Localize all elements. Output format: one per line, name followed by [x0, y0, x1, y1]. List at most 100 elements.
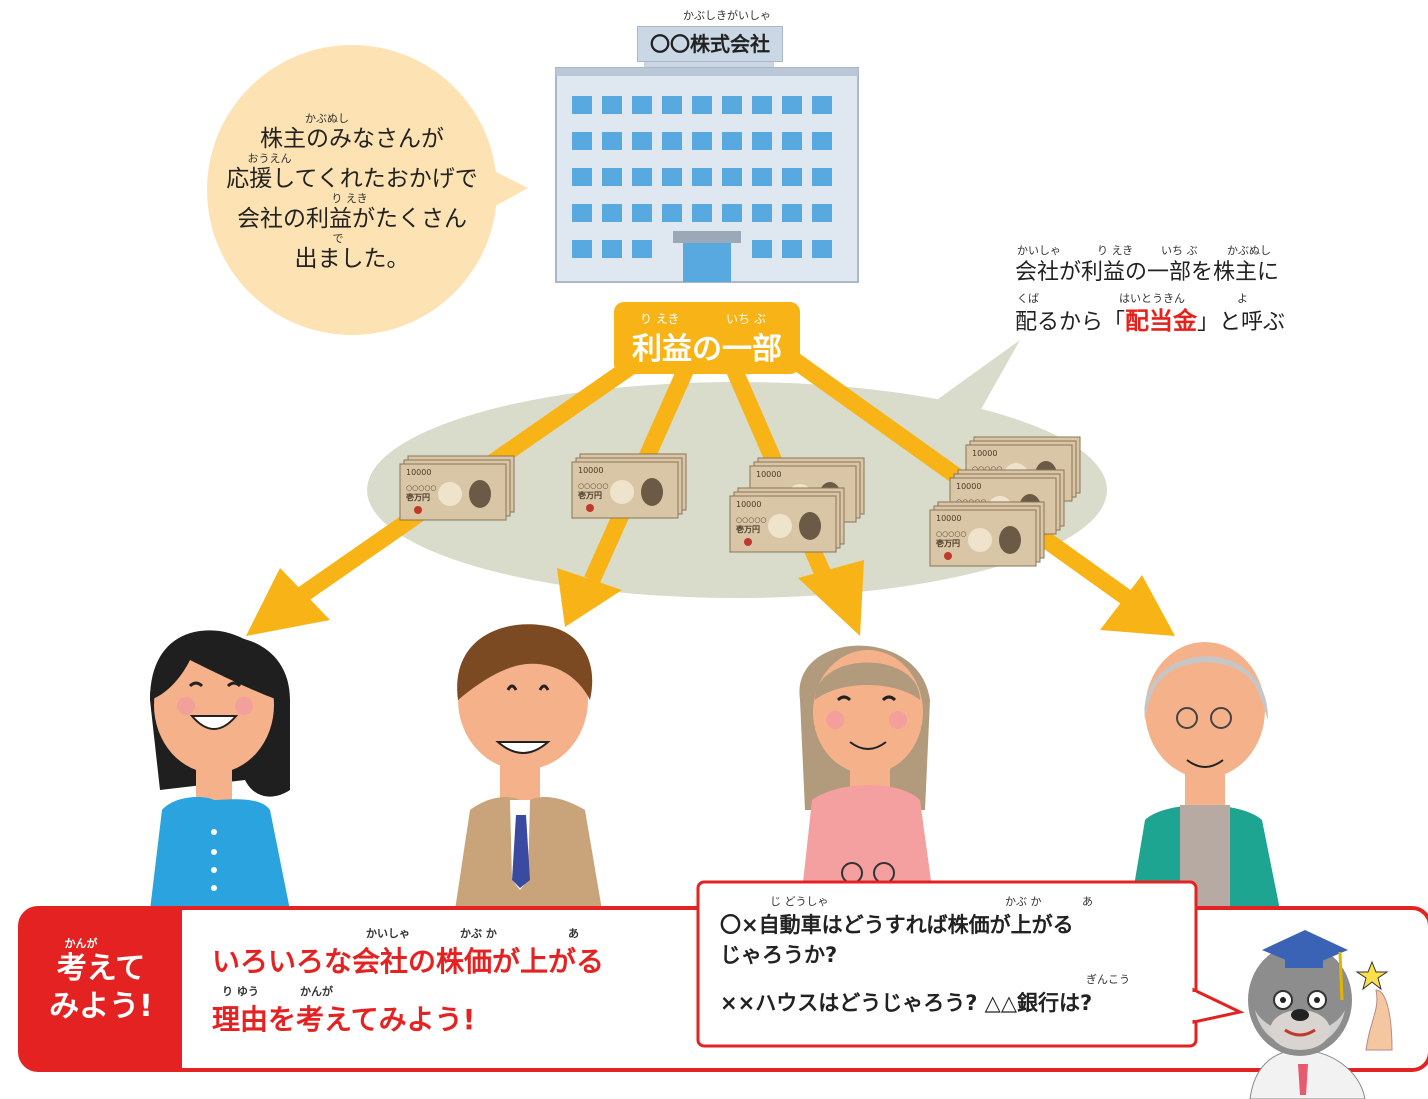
building-window: [572, 240, 592, 258]
building-window: [602, 132, 622, 150]
speech-text-4: 出ました。: [294, 246, 410, 272]
building-window: [662, 96, 682, 114]
note-ruby-4: かぶぬし: [1227, 244, 1271, 257]
building-window: [752, 204, 772, 222]
building-window: [722, 132, 742, 150]
note-ruby-2: り えき: [1097, 244, 1134, 257]
person-young-man: [455, 624, 602, 910]
company-name-ruby: かぶしきがいしゃ: [683, 9, 771, 22]
note-ruby-5: くば: [1017, 292, 1039, 305]
note-line-2-pre: 配るから「: [1015, 310, 1126, 335]
banknote-label: 壱万円: [736, 524, 760, 534]
building-window: [662, 132, 682, 150]
building-window: [782, 96, 802, 114]
note-line-2-post: 」と呼ぶ: [1197, 310, 1286, 335]
banknote-denomination: 10000: [736, 500, 761, 509]
building-window: [752, 132, 772, 150]
building-window: [752, 240, 772, 258]
building-window: [812, 240, 832, 258]
building-window: [632, 96, 652, 114]
banknote-label: 壱万円: [406, 492, 430, 502]
speech-line-2: おうえん 応援してくれたおかげで: [207, 153, 497, 193]
banknote-denomination: 10000: [972, 449, 997, 458]
building-window: [572, 96, 592, 114]
building-window: [572, 204, 592, 222]
building-window: [722, 96, 742, 114]
building-window: [602, 204, 622, 222]
building-window: [782, 168, 802, 186]
banknote-label: 壱万円: [936, 538, 960, 548]
building-window: [692, 132, 712, 150]
speech-ruby-4: で: [332, 232, 344, 245]
doctor-line-2: じゃろうか?: [720, 943, 838, 967]
speech-line-3: り えき 会社の利益がたくさん: [207, 193, 497, 233]
building-window: [572, 168, 592, 186]
think-main: かいしゃ かぶ か あ いろいろな会社の株価が上がる り ゆう かんが 理由を考…: [212, 928, 672, 1040]
building-window: [782, 132, 802, 150]
professor-character: [1248, 930, 1393, 1099]
company-speech-text: かぶぬし 株主のみなさんが おうえん 応援してくれたおかげで り えき 会社の利…: [207, 113, 497, 273]
building-window: [632, 132, 652, 150]
doctor-ruby-1: じ どうしゃ: [770, 895, 829, 908]
think-ruby-2: かぶ か: [460, 927, 497, 940]
banknote: 10000 ○○○○○壱万円: [571, 461, 679, 519]
think-ruby-1: かいしゃ: [366, 927, 410, 940]
banknote-serial: ○○○○○: [406, 484, 437, 492]
dividend-note: かいしゃ り えき いち ぶ かぶぬし 会社が利益の一部を株主に くば はいとう…: [1015, 245, 1315, 337]
think-badge: かんが 考えて みよう!: [20, 938, 182, 1026]
building-window: [632, 204, 652, 222]
building-window: [632, 240, 652, 258]
banknote-denomination: 10000: [956, 482, 981, 491]
banknote: 10000○○○○○壱万円: [929, 509, 1037, 567]
think-ruby-3: あ: [568, 927, 579, 940]
building-window: [662, 168, 682, 186]
think-line-2: 理由を考えてみよう!: [212, 1003, 476, 1036]
person-elderly-man: [1130, 642, 1280, 910]
doctor-line-3: ××ハウスはどうじゃろう? △△銀行は?: [720, 991, 1093, 1015]
doctor-ruby-4: ぎんこう: [1086, 973, 1130, 986]
person-woman: [150, 630, 290, 910]
speech-text-1: 株主のみなさんが: [260, 126, 444, 152]
building-window: [632, 168, 652, 186]
profit-label: 利益の一部: [632, 332, 782, 367]
building-window: [662, 204, 682, 222]
think-line-1: いろいろな会社の株価が上がる: [212, 945, 605, 978]
speech-ruby-2: おうえん: [247, 152, 292, 165]
building-window: [722, 204, 742, 222]
building-window: [692, 168, 712, 186]
banknote-stacks: 10000○○○○○壱万円10000○○○○○壱万円10000○○○○○壱万円1…: [399, 436, 1081, 567]
speech-ruby-3: り えき: [331, 192, 368, 205]
building-window: [782, 204, 802, 222]
banknote-serial: ○○○○○: [972, 465, 1003, 473]
note-line-2: 配るから「配当金」と呼ぶ: [1015, 307, 1315, 337]
speech-text-2: 応援してくれたおかげで: [226, 166, 478, 192]
banknote-denomination: 10000: [756, 470, 781, 479]
building-window: [812, 96, 832, 114]
profit-ruby-2: いち ぶ: [726, 312, 766, 326]
building-window: [722, 168, 742, 186]
building-window: [752, 96, 772, 114]
building-window: [782, 240, 802, 258]
speech-ruby-1: かぶぬし: [305, 112, 349, 125]
banknote-label: 壱万円: [578, 490, 602, 500]
note-ruby-6: はいとうきん: [1119, 292, 1185, 305]
banknote-denomination: 10000: [578, 466, 603, 475]
think-badge-line1: 考えて: [56, 951, 146, 986]
doctor-ruby-2: かぶ か: [1005, 895, 1042, 908]
note-ruby-7: よ: [1237, 292, 1248, 305]
think-ruby-4: り ゆう: [222, 985, 259, 998]
note-ruby-3: いち ぶ: [1161, 244, 1198, 257]
speech-line-4: で 出ました。: [207, 233, 497, 273]
banknote-serial: ○○○○○: [936, 530, 967, 538]
note-ruby-1: かいしゃ: [1017, 244, 1061, 257]
building-window: [692, 204, 712, 222]
building-window: [602, 240, 622, 258]
doctor-speech-bubble: [696, 880, 1245, 1048]
banknote-serial: ○○○○○: [578, 482, 609, 490]
think-badge-ruby: かんが: [64, 937, 98, 950]
banknote-serial: ○○○○○: [736, 516, 767, 524]
building-window: [812, 204, 832, 222]
building-window: [812, 168, 832, 186]
note-line-1: 会社が利益の一部を株主に: [1015, 260, 1280, 285]
